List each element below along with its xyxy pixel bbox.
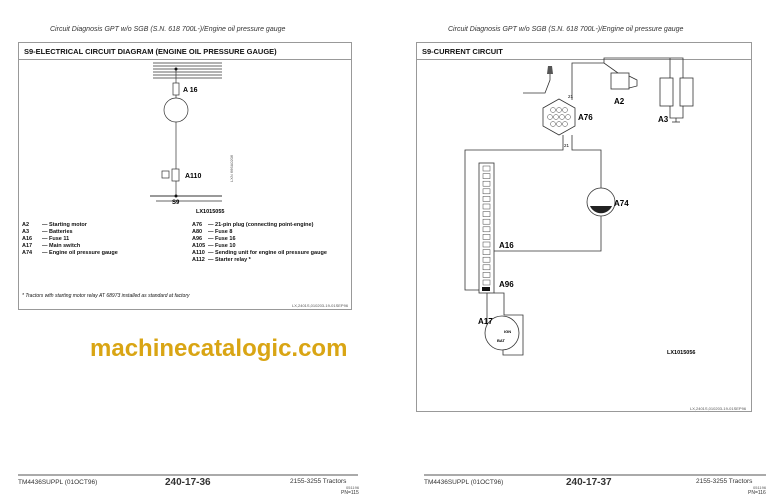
- legend-item: A17— Main switch: [22, 243, 81, 249]
- footer-manual: TM4436SUPPL (01OCT96): [18, 479, 98, 486]
- footer-page-number: 240-17-37: [566, 477, 612, 488]
- doc-code: LX,2401S,010203-19-01SEP96: [292, 303, 349, 308]
- fuse-element: [482, 173, 491, 179]
- label-a2: A2: [614, 97, 625, 106]
- footer-rule: [424, 474, 766, 476]
- legend-item: A16— Fuse 11: [22, 236, 70, 242]
- legend-item: A80— Fuse 8: [192, 229, 233, 235]
- footer-model: 2155-3255 Tractors: [696, 478, 753, 485]
- pin-label: 21: [568, 94, 574, 99]
- fuse-element: [482, 180, 491, 187]
- divider: [19, 59, 351, 60]
- fuse-element: [482, 188, 491, 195]
- footer-pn: PN=116: [748, 490, 766, 496]
- panel-title: S9-CURRENT CIRCUIT: [422, 47, 503, 56]
- fuse-element: [482, 241, 491, 248]
- fuse-element: [482, 211, 491, 217]
- page-header-right: Circuit Diagnosis GPT w/o SGB (S.N. 618 …: [448, 26, 684, 33]
- legend-item: A2— Starting motor: [22, 222, 87, 228]
- footer-manual: TM4436SUPPL (01OCT96): [424, 479, 504, 486]
- pin-label: 21: [564, 143, 570, 148]
- footer-page-number: 240-17-36: [165, 477, 211, 488]
- footer-date: 051196: [346, 485, 360, 490]
- fuse-element: [482, 272, 491, 278]
- label-ign: IGN: [504, 329, 511, 334]
- figure-ref: LX1015056: [667, 350, 695, 356]
- label-a3: A3: [658, 115, 669, 124]
- side-reference: LXN 666A0206: [229, 154, 234, 182]
- legend-item: A74— Engine oil pressure gauge: [22, 250, 118, 256]
- fuse-element: [482, 165, 491, 172]
- label-bat: BAT: [497, 338, 505, 343]
- label-a16: A16: [499, 241, 514, 250]
- circuit-label: S9: [172, 200, 180, 206]
- fuse-element: [482, 196, 491, 202]
- fuse-element: [482, 218, 491, 225]
- fuse-element: [482, 234, 491, 240]
- current-circuit-diagram: 21 21 A2 A3 A76 A74 A16 A96 A17 IGN BAT …: [464, 57, 695, 356]
- fuse-element: [482, 203, 491, 210]
- legend-item: A105— Fuse 10: [192, 243, 236, 249]
- diagram-panel-left: S9-ELECTRICAL CIRCUIT DIAGRAM (ENGINE OI…: [18, 42, 352, 310]
- footer-model: 2155-3255 Tractors: [290, 478, 347, 485]
- legend-item: A76— 21-pin plug (connecting point-engin…: [192, 222, 314, 228]
- fuse-element: [482, 249, 491, 255]
- figure-ref: LX1015055: [196, 209, 224, 215]
- legend-item: A110— Sending unit for engine oil pressu…: [192, 250, 327, 256]
- footer-pn: PN=115: [341, 490, 359, 496]
- fuse-element: [482, 226, 491, 233]
- legend-item: A112— Starter relay *: [192, 257, 251, 263]
- sensor-label: A110: [185, 173, 201, 180]
- diagram-panel-right: S9-CURRENT CIRCUIT: [416, 42, 752, 412]
- legend-left: A2— Starting motor A3— Batteries A16— Fu…: [22, 222, 118, 257]
- label-a96: A96: [499, 280, 514, 289]
- footer-date: 051196: [753, 485, 767, 490]
- fuse-element: [482, 264, 491, 271]
- fuse-element: [482, 256, 491, 263]
- panel-title: S9-ELECTRICAL CIRCUIT DIAGRAM (ENGINE OI…: [24, 47, 277, 56]
- watermark: machinecatalogic.com: [90, 335, 348, 362]
- label-a74: A74: [614, 199, 629, 208]
- footnote: * Tractors with starting motor relay AT …: [22, 293, 190, 299]
- fuse-element: [482, 279, 491, 286]
- footer-rule: [18, 474, 358, 476]
- electrical-circuit-diagram: A 16 A110 S9 LX1015055 LXN 666A0206: [150, 62, 234, 215]
- divider: [417, 59, 751, 60]
- legend-right: A76— 21-pin plug (connecting point-engin…: [192, 222, 327, 264]
- fuse-label: A 16: [183, 87, 198, 94]
- legend-item: A3— Batteries: [22, 229, 73, 235]
- label-a76: A76: [578, 113, 593, 122]
- doc-code: LX,2401S,010203-19-01SEP96: [690, 406, 747, 411]
- page-header-left: Circuit Diagnosis GPT w/o SGB (S.N. 618 …: [50, 26, 286, 33]
- legend-item: A96— Fuse 16: [192, 236, 236, 242]
- label-a17: A17: [478, 317, 493, 326]
